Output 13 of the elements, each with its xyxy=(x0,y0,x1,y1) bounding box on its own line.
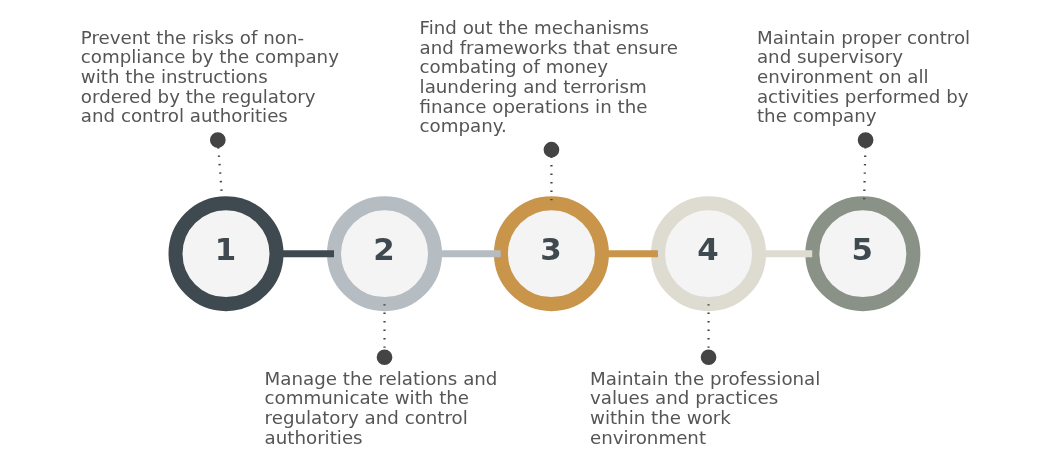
node-circle: 1 xyxy=(168,196,284,312)
node-circle: 4 xyxy=(651,196,767,312)
connector xyxy=(700,304,717,366)
node-text: Prevent the risks of non-compliance by the company with the instructions ordered by the regulatory and control authorities xyxy=(80,26,339,127)
node-text: Find out the mechanisms and frameworks that ensure combating of money laundering and terrorism finance operations in the company. xyxy=(419,16,678,137)
connector xyxy=(602,250,658,258)
node-circle: 5 xyxy=(805,196,921,312)
node-text: Maintain proper control and supervisory environment on all activities performed by the company xyxy=(756,26,971,127)
node-circle: 3 xyxy=(493,196,609,312)
node-text: Maintain the professional values and practices within the work environment xyxy=(590,367,821,448)
node-text: Manage the relations and communicate with the regulatory and control authorities xyxy=(264,367,498,448)
node-circle: 2 xyxy=(327,196,443,312)
connector xyxy=(376,304,393,366)
